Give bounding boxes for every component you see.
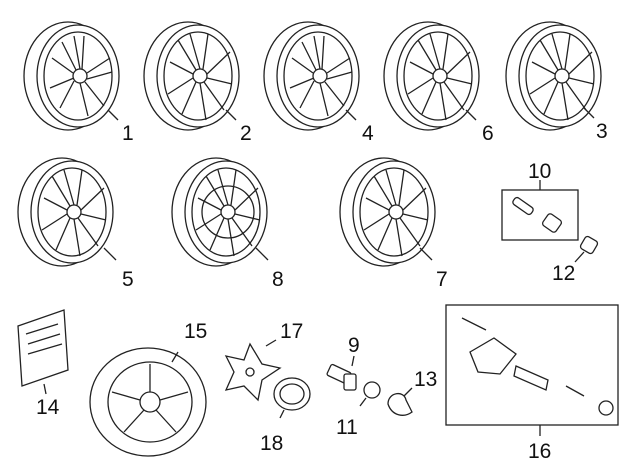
valve-stem-icon — [512, 196, 563, 233]
callout-label: 17 — [280, 320, 303, 343]
callout-label: 6 — [482, 122, 494, 145]
wheel-6[interactable] — [383, 21, 480, 131]
valve-cap[interactable] — [574, 235, 599, 263]
center-cap[interactable] — [224, 339, 282, 402]
bolt-icon — [326, 363, 357, 391]
valve-kit[interactable] — [501, 180, 579, 241]
callout-label: 16 — [528, 440, 551, 463]
wheel-7[interactable] — [339, 157, 436, 267]
wheel-1[interactable] — [23, 21, 120, 131]
lock-bolt[interactable] — [359, 381, 381, 407]
lug-bolt[interactable] — [326, 355, 357, 391]
wheel-4[interactable] — [263, 21, 360, 131]
hub-cap[interactable] — [273, 377, 311, 419]
callout-label: 12 — [552, 262, 575, 285]
callout-label: 1 — [122, 122, 134, 145]
wheel-5[interactable] — [17, 157, 117, 267]
callout-label: 15 — [184, 320, 207, 343]
callout-label: 4 — [362, 122, 374, 145]
callout-label: 2 — [240, 122, 252, 145]
callout-label: 14 — [36, 396, 60, 419]
manual-icon — [17, 309, 69, 387]
wheel-2[interactable] — [143, 21, 240, 131]
center-cap-icon — [224, 342, 282, 402]
wheel-icon — [89, 347, 207, 457]
callout-label: 5 — [122, 268, 134, 291]
callout-label: 10 — [528, 160, 551, 183]
sensor-icon — [461, 317, 614, 416]
instruction-kit[interactable] — [17, 309, 69, 395]
callout-label: 9 — [348, 334, 360, 357]
callout-label: 18 — [260, 432, 283, 455]
tpms-sensor[interactable] — [445, 304, 619, 436]
spare-wheel[interactable] — [89, 347, 207, 457]
callout-label: 8 — [272, 268, 284, 291]
bolt-tool[interactable] — [387, 387, 413, 416]
wheel-3[interactable] — [505, 21, 602, 131]
callout-label: 13 — [414, 368, 437, 391]
wheel-8[interactable] — [171, 157, 269, 267]
callout-label: 3 — [596, 120, 608, 143]
callout-label: 7 — [436, 268, 448, 291]
callout-label: 11 — [336, 416, 358, 439]
